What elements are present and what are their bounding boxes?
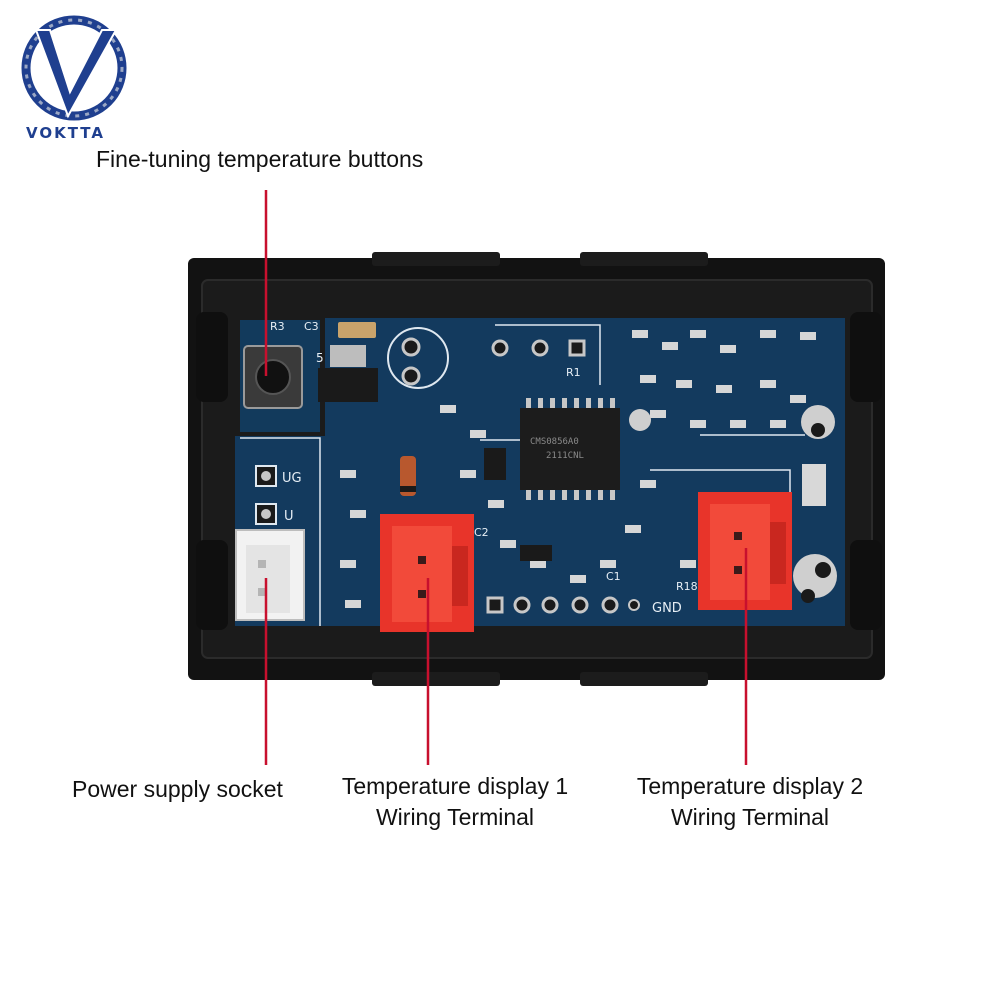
label-display1-line2: Wiring Terminal — [375, 804, 535, 830]
mount-hole-inner — [811, 423, 825, 437]
regulator-tab — [330, 345, 366, 367]
display1-connector-slot — [452, 546, 468, 606]
case-side-clip — [850, 540, 882, 630]
silk-c3: C3 — [304, 320, 319, 333]
case-top-lip — [580, 252, 708, 266]
display2-connector-slot — [770, 522, 786, 584]
label-power: Power supply socket — [72, 774, 283, 805]
label-power-text: Power supply socket — [72, 776, 283, 802]
display1-connector-inner — [392, 526, 452, 622]
case-side-clip — [850, 312, 882, 402]
power-socket-inner — [246, 545, 290, 613]
main-ic — [520, 408, 620, 490]
pad-ug-hole — [261, 471, 271, 481]
label-display1-line1: Temperature display 1 — [341, 773, 569, 799]
metal-tab — [802, 464, 826, 506]
tactile-button-cap — [255, 359, 291, 395]
silk-u: U — [284, 509, 294, 524]
power-socket-pin — [258, 588, 266, 596]
ic-marking-1: CMS0856A0 — [530, 437, 579, 447]
smd-capacitor — [338, 322, 376, 338]
display1-connector-pin — [418, 556, 426, 564]
case-side-clip — [196, 540, 228, 630]
pin-header-hole — [628, 599, 640, 611]
regulator-chip — [318, 368, 378, 402]
label-display1: Temperature display 1 Wiring Terminal — [325, 771, 585, 833]
pad — [629, 409, 651, 431]
header-pin — [531, 339, 549, 357]
display2-connector-inner — [710, 504, 770, 600]
ic-pins — [526, 398, 615, 500]
mount-hole — [793, 554, 837, 598]
label-display2: Temperature display 2 Wiring Terminal — [620, 771, 880, 833]
mount-hole-inner — [815, 562, 831, 578]
silk-c2: C2 — [474, 526, 489, 539]
label-display2-line1: Temperature display 2 — [636, 773, 864, 799]
pin-header-hole — [601, 596, 619, 614]
voktta-logo-icon — [21, 15, 127, 121]
silk-ug: UG — [282, 471, 302, 486]
pin-header-hole — [513, 596, 531, 614]
brand-name: VOKTTA — [26, 124, 105, 142]
case-bottom-lip — [372, 672, 500, 686]
case-top-lip — [372, 252, 500, 266]
label-display2-line2: Wiring Terminal — [670, 804, 830, 830]
silk-r1: R1 — [566, 366, 581, 379]
case-side-clip — [196, 312, 228, 402]
smd-black-part — [520, 545, 552, 561]
silk-5: 5 — [316, 351, 324, 365]
via-hole — [401, 366, 421, 386]
display2-connector-pin — [734, 566, 742, 574]
header-pin — [491, 339, 509, 357]
power-socket-pin — [258, 560, 266, 568]
label-buttons-text: Fine-tuning temperature buttons — [96, 146, 424, 172]
ic-marking-2: 2111CNL — [546, 451, 584, 461]
smd-black-part — [484, 448, 506, 480]
silk-gnd: GND — [652, 601, 682, 616]
silk-r18: R18 — [676, 580, 698, 593]
silk-c1: C1 — [606, 570, 621, 583]
label-buttons: Fine-tuning temperature buttons — [96, 144, 423, 175]
silk-r3: R3 — [270, 320, 285, 333]
via-hole — [401, 337, 421, 357]
diode-band — [400, 486, 416, 492]
pin-header-hole — [571, 596, 589, 614]
pin-header-square — [486, 596, 504, 614]
display1-connector-pin — [418, 590, 426, 598]
mount-hole-inner — [801, 589, 815, 603]
mount-hole — [801, 405, 835, 439]
display2-connector-pin — [734, 532, 742, 540]
header-pin-square — [568, 339, 586, 357]
pin-header-hole — [541, 596, 559, 614]
pad-u-hole — [261, 509, 271, 519]
electrolytic-pad — [387, 327, 449, 389]
smd-components — [340, 330, 816, 608]
case-bottom-lip — [580, 672, 708, 686]
